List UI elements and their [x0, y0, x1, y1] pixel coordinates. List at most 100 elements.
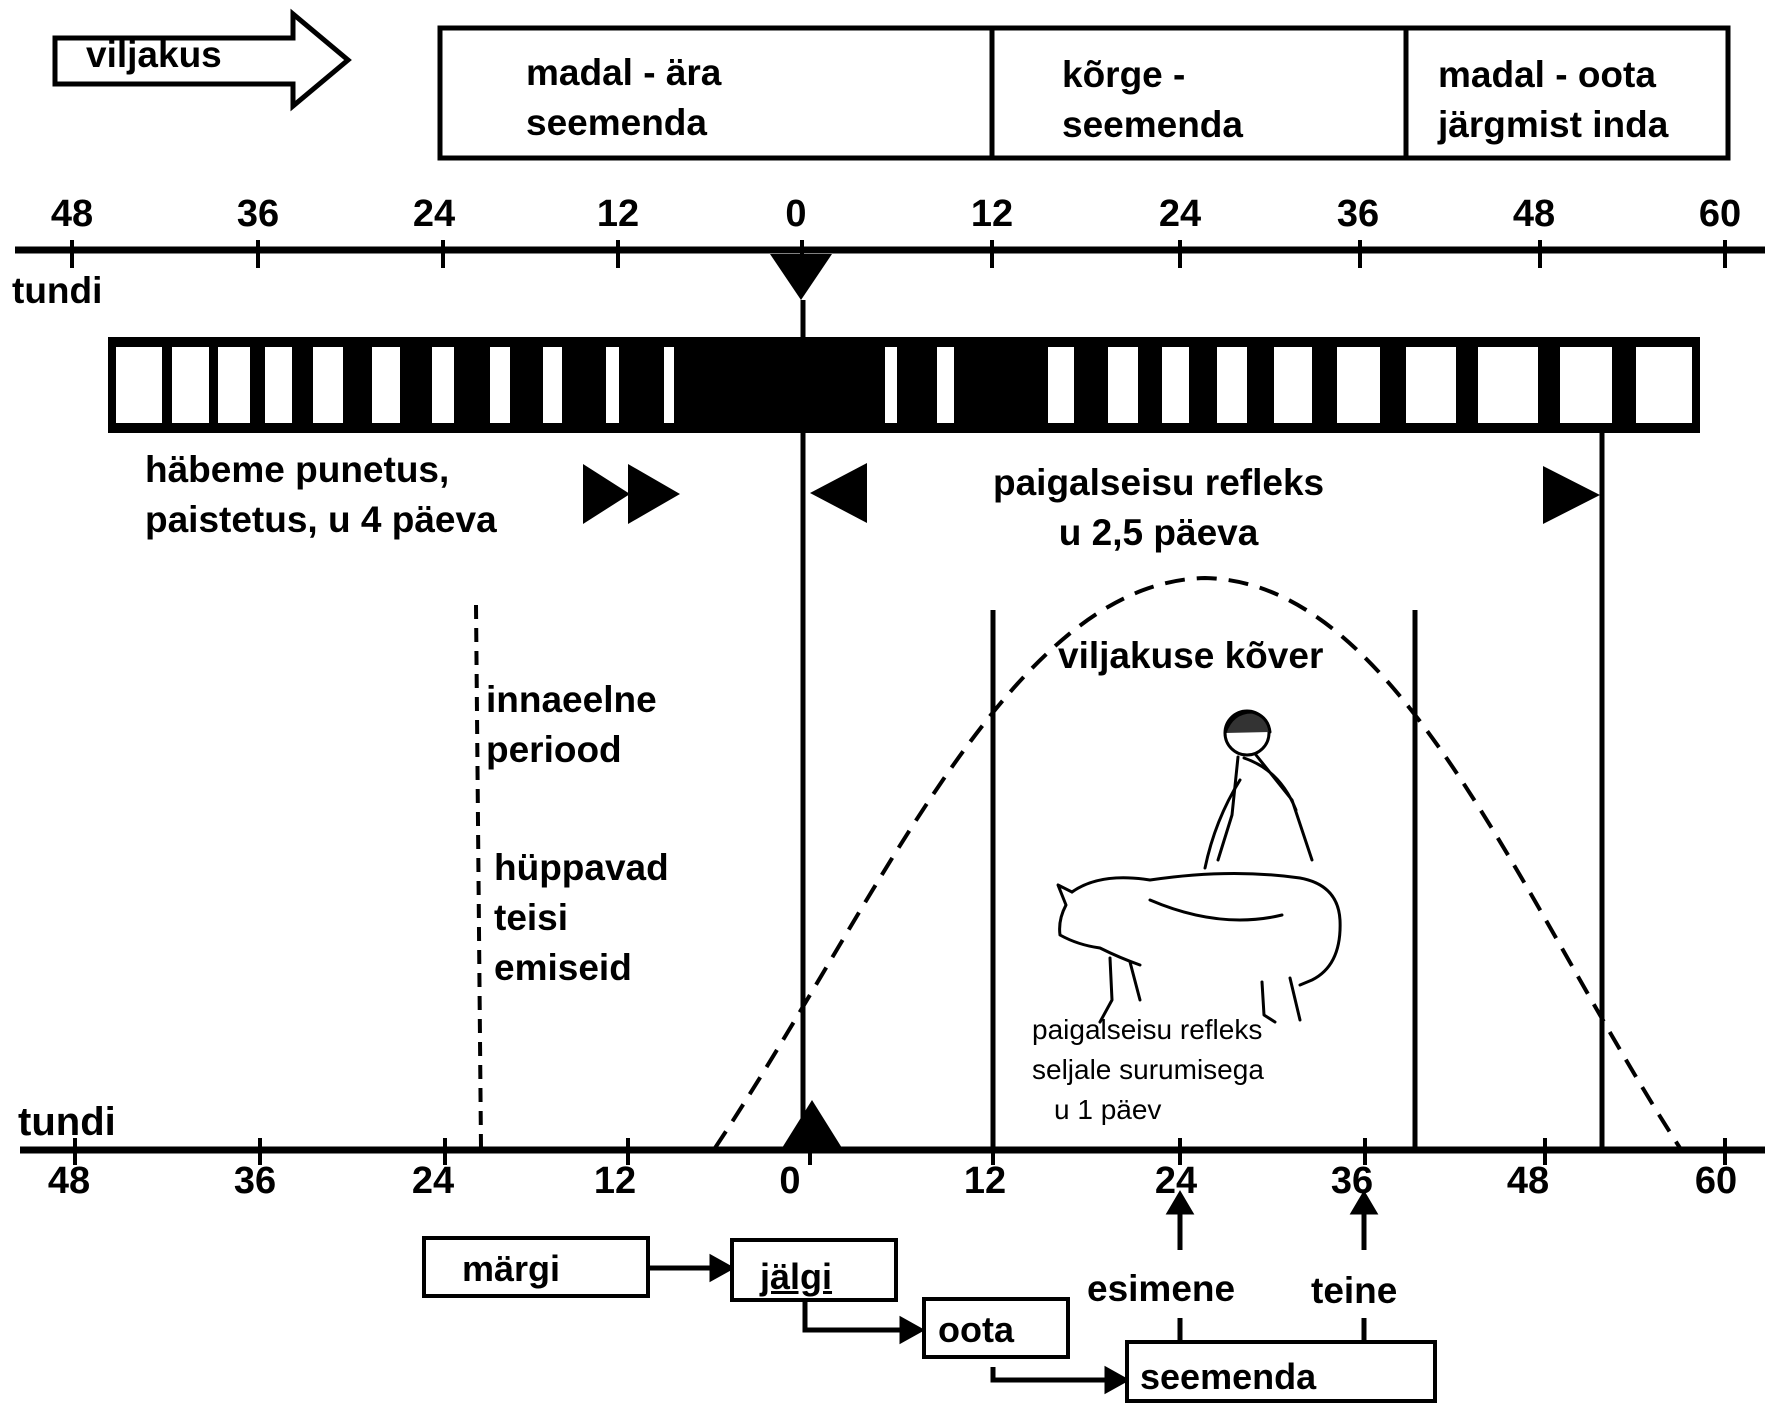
top-tick-label: 48 — [50, 193, 94, 235]
estrus-bar-window — [372, 347, 400, 423]
top-tick-label: 36 — [236, 193, 280, 235]
standing-end-arrow — [1543, 466, 1600, 524]
top-tick-label: 48 — [1512, 193, 1556, 235]
estrus-bar-window — [1406, 347, 1456, 423]
zone-low-before-line1: madal - ära — [526, 52, 722, 93]
back-pressure-label: paigalseisu refleks seljale surumisega u… — [1032, 1010, 1264, 1130]
bottom-zero-marker — [782, 1100, 842, 1148]
estrus-bar-window — [313, 347, 343, 423]
zone-box-low-after — [1403, 25, 1731, 161]
estrus-bar-window — [937, 347, 954, 423]
back-line3: u 1 päev — [1054, 1094, 1162, 1125]
zone-low-after-line2: järgmist inda — [1438, 104, 1669, 145]
estrus-bar-window — [218, 347, 250, 423]
mount-line1: hüppavad — [494, 847, 669, 888]
top-axis-unit-label: tundi — [12, 270, 103, 311]
estrus-bar-window — [1560, 347, 1612, 423]
estrus-bar-window — [664, 347, 674, 423]
estrus-bar-window — [172, 347, 209, 423]
estrus-bar-window — [885, 347, 897, 423]
vulva-forward-arrow — [583, 464, 680, 524]
top-axis-ticks — [70, 240, 1727, 268]
top-tick-label: 36 — [1336, 193, 1380, 235]
zone-low-after-line1: madal - oota — [1438, 54, 1656, 95]
bottom-tick-label: 24 — [411, 1160, 455, 1202]
zone-high-label: kõrge - seemenda — [1062, 50, 1243, 150]
estrus-bar-window — [116, 347, 162, 423]
bottom-tick-label: 36 — [233, 1160, 277, 1202]
second-insemination-label: teine — [1311, 1270, 1398, 1311]
top-tick-label: 12 — [970, 193, 1014, 235]
flow-box-inseminate: seemenda — [1125, 1340, 1437, 1403]
pre-line1: innaeelne — [486, 679, 657, 720]
first-insemination-arrow — [1165, 1190, 1195, 1250]
bottom-tick-label: 24 — [1154, 1160, 1198, 1202]
estrus-bar-window — [1048, 347, 1074, 423]
fertility-arrow-label: viljakus — [86, 34, 222, 75]
fertility-arrow — [52, 8, 352, 112]
bottom-tick-label: 60 — [1694, 1160, 1738, 1202]
flow-box-wait: oota — [922, 1297, 1070, 1359]
bottom-tick-label: 48 — [1506, 1160, 1550, 1202]
standing-start-arrow — [810, 463, 867, 523]
estrus-bar-window — [1217, 347, 1247, 423]
pre-estrus-dashed-line — [474, 604, 483, 1149]
standing-reflex-label: paigalseisu refleks u 2,5 päeva — [993, 458, 1324, 558]
flow-step-observe: jälgi — [760, 1256, 833, 1297]
zone-low-before-label: madal - ära seemenda — [526, 48, 721, 148]
zone-low-after-label: madal - oota järgmist inda — [1438, 50, 1668, 150]
first-insemination-label: esimene — [1087, 1268, 1236, 1309]
top-tick-label: 0 — [785, 193, 807, 235]
standing-line1: paigalseisu refleks — [993, 462, 1325, 503]
flow-connectors — [650, 1253, 1131, 1395]
zone-box-high — [989, 25, 1409, 161]
estrus-bar-window — [1162, 347, 1189, 423]
estrus-bar-window — [543, 347, 562, 423]
mount-line3: emiseid — [494, 947, 632, 988]
flow-step-wait: oota — [938, 1309, 1014, 1350]
pre-estrus-label: innaeelne periood — [486, 675, 657, 775]
second-insemination-arrow — [1349, 1190, 1379, 1250]
back-line2: seljale surumisega — [1032, 1054, 1264, 1085]
top-tick-label: 24 — [412, 193, 456, 235]
mounting-label: hüppavad teisi emiseid — [494, 843, 669, 993]
top-tick-label: 24 — [1158, 193, 1202, 235]
bottom-tick-label: 48 — [47, 1160, 91, 1202]
top-tick-label: 12 — [596, 193, 640, 235]
bottom-tick-label: 12 — [593, 1160, 637, 1202]
estrus-bar — [108, 337, 1700, 433]
bottom-axis-unit-label: tundi — [18, 1100, 116, 1144]
fertility-curve — [713, 575, 1682, 1150]
standing-line2: u 2,5 päeva — [1058, 512, 1259, 553]
estrus-bar-window — [1274, 347, 1312, 423]
estrus-bar-window — [606, 347, 619, 423]
estrus-bar-window — [1636, 347, 1692, 423]
estrus-bar-window — [432, 347, 454, 423]
flow-box-observe: jälgi — [730, 1238, 898, 1302]
zone-low-before-line2: seemenda — [526, 102, 707, 143]
estrus-bar-window — [1108, 347, 1138, 423]
mount-line2: teisi — [494, 897, 569, 938]
estrus-bar-window — [490, 347, 510, 423]
bottom-tick-label: 12 — [963, 1160, 1007, 1202]
back-line1: paigalseisu refleks — [1032, 1014, 1263, 1045]
top-zero-marker — [770, 254, 832, 300]
pig-and-worker-illustration — [1056, 709, 1342, 1024]
vulva-swelling-label: häbeme punetus, paistetus, u 4 päeva — [145, 445, 497, 545]
vulva-line1: häbeme punetus, — [145, 449, 450, 490]
estrus-bar-window — [265, 347, 292, 423]
flow-box-mark: märgi — [422, 1236, 650, 1298]
bottom-tick-label: 0 — [779, 1160, 801, 1202]
vulva-line2: paistetus, u 4 päeva — [145, 499, 497, 540]
bottom-tick-label: 36 — [1330, 1160, 1374, 1202]
estrus-bar-window — [1337, 347, 1380, 423]
bottom-axis-ticks — [73, 1138, 1727, 1165]
estrus-bar-window — [1478, 347, 1538, 423]
zone-high-line1: kõrge - — [1062, 54, 1186, 95]
top-tick-label: 60 — [1698, 193, 1742, 235]
zone-high-line2: seemenda — [1062, 104, 1243, 145]
estrus-bar-band — [108, 337, 1700, 433]
fertility-curve-label: viljakuse kõver — [1058, 635, 1324, 676]
